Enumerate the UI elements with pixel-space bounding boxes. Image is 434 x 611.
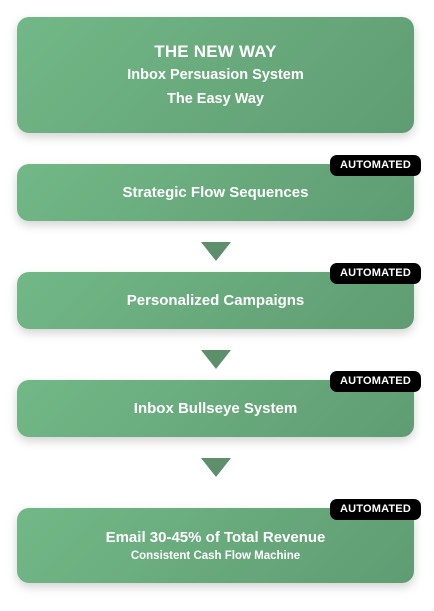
down-arrow-icon <box>201 242 231 261</box>
new-way-header-card: THE NEW WAY Inbox Persuasion System The … <box>17 17 414 133</box>
flow-result-card: Email 30-45% of Total Revenue Consistent… <box>17 499 421 583</box>
step-label: Personalized Campaigns <box>126 292 305 309</box>
step-label: Strategic Flow Sequences <box>122 184 309 201</box>
automated-badge: AUTOMATED <box>329 155 421 176</box>
flow-step-inbox-bullseye-system: Inbox Bullseye System AUTOMATED <box>17 371 421 437</box>
result-subtitle: Consistent Cash Flow Machine <box>130 549 301 562</box>
down-arrow-icon <box>201 350 231 369</box>
automated-badge: AUTOMATED <box>329 263 421 284</box>
flow-step-personalized-campaigns: Personalized Campaigns AUTOMATED <box>17 263 421 329</box>
header-title: THE NEW WAY <box>154 42 277 61</box>
flow-step-strategic-flow-sequences: Strategic Flow Sequences AUTOMATED <box>17 155 421 221</box>
step-label: Inbox Bullseye System <box>133 400 298 417</box>
header-tagline: The Easy Way <box>167 91 264 107</box>
automated-badge: AUTOMATED <box>329 499 421 520</box>
header-subtitle: Inbox Persuasion System <box>127 67 304 83</box>
result-title: Email 30-45% of Total Revenue <box>105 528 326 546</box>
automated-badge: AUTOMATED <box>329 371 421 392</box>
down-arrow-icon <box>201 458 231 477</box>
